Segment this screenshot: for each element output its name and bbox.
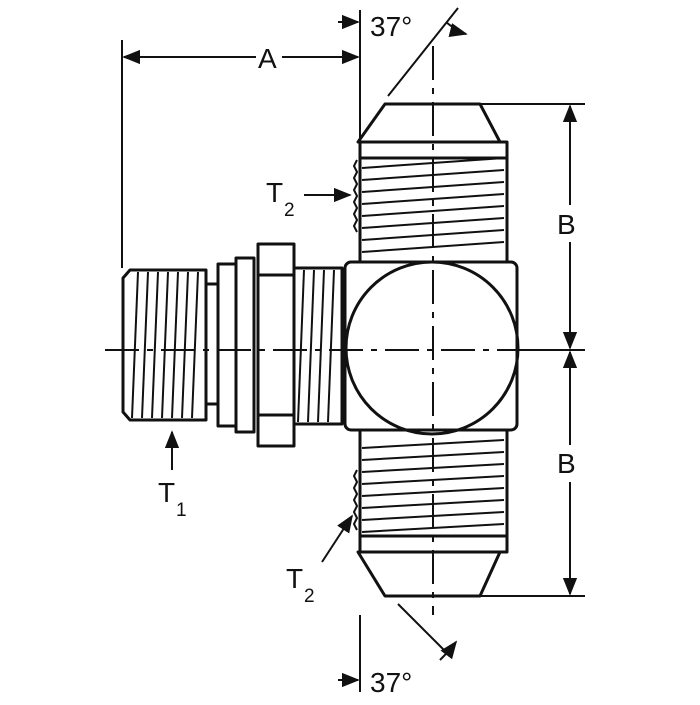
dimension-b-upper-label: B — [557, 209, 576, 240]
bottom-flare-angle — [338, 603, 458, 692]
o-ring-washer — [216, 262, 238, 428]
t1-letter: T — [158, 477, 175, 508]
dimension-a — [121, 40, 361, 268]
lower-flare-end — [353, 428, 509, 598]
t2-upper-letter: T — [266, 177, 283, 208]
washer — [234, 256, 256, 434]
t1-callout: T 1 — [158, 430, 187, 521]
dimension-a-label: A — [258, 43, 277, 74]
t2-lower-callout: T 2 — [286, 514, 353, 607]
t1-thread-end — [121, 268, 208, 422]
t1-thread-lines — [131, 271, 199, 419]
center-lines — [105, 46, 585, 615]
bottom-angle-label: 37° — [370, 667, 412, 698]
t2-lower-letter: T — [286, 563, 303, 594]
t2-upper-callout: T 2 — [266, 177, 352, 221]
t2-lower-subscript: 2 — [304, 586, 315, 607]
t1-subscript: 1 — [176, 500, 187, 521]
dimension-b-lower-label: B — [557, 448, 576, 479]
top-flare-angle — [338, 7, 468, 97]
dimension-b — [480, 103, 585, 597]
top-angle-label: 37° — [370, 11, 412, 42]
bulkhead-thread — [292, 266, 344, 426]
upper-flare-end — [353, 102, 509, 264]
undercut — [204, 282, 220, 406]
bulkhead-lock-nut — [256, 242, 296, 448]
t2-upper-subscript: 2 — [284, 200, 295, 221]
